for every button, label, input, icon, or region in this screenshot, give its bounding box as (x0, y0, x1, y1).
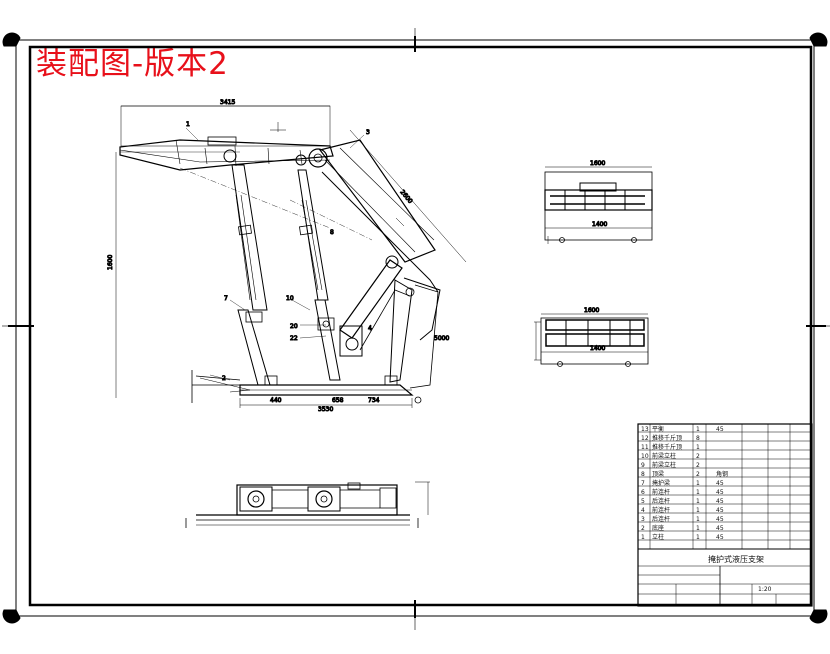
svg-text:3415: 3415 (220, 99, 235, 106)
parts-cell-material: 45 (716, 507, 724, 514)
parts-cell-qty: 8 (696, 435, 700, 442)
parts-cell-qty: 1 (696, 516, 700, 523)
parts-cell-no: 3 (641, 516, 645, 523)
drawing-name-label: 掩护式液压支架 (708, 554, 764, 564)
parts-cell-name: 推移千斤顶 (652, 434, 682, 442)
parts-cell-qty: 1 (696, 480, 700, 487)
svg-text:440: 440 (270, 397, 282, 404)
svg-text:1400: 1400 (592, 221, 607, 228)
scale-label: 1:20 (758, 586, 772, 593)
parts-cell-no: 9 (641, 462, 645, 469)
parts-cell-material: 角钢 (716, 470, 728, 478)
svg-text:1600: 1600 (590, 160, 605, 167)
parts-cell-material: 45 (716, 480, 724, 487)
parts-cell-no: 2 (641, 525, 645, 532)
main-side-view: 3415 1600 2600 (107, 99, 467, 414)
svg-text:658: 658 (332, 397, 344, 404)
svg-text:5000: 5000 (434, 335, 449, 342)
svg-text:7: 7 (224, 295, 228, 302)
parts-cell-qty: 1 (696, 444, 700, 451)
parts-cell-name: 后连杆 (652, 515, 670, 523)
parts-cell-no: 7 (641, 480, 645, 487)
parts-cell-qty: 2 (696, 471, 700, 478)
parts-cell-name: 前连杆 (652, 506, 670, 514)
parts-cell-qty: 1 (696, 489, 700, 496)
svg-text:4: 4 (368, 325, 372, 332)
svg-text:1: 1 (186, 121, 190, 128)
parts-cell-no: 12 (641, 435, 649, 442)
parts-cell-material: 45 (716, 489, 724, 496)
parts-cell-name: 立柱 (652, 533, 664, 541)
parts-cell-qty: 2 (696, 453, 700, 460)
base-plan-view (185, 481, 430, 528)
parts-cell-qty: 1 (696, 498, 700, 505)
svg-text:1600: 1600 (584, 307, 599, 314)
parts-cell-material: 45 (716, 426, 724, 433)
svg-text:3530: 3530 (318, 406, 333, 413)
outer-border (15, 39, 815, 617)
parts-cell-qty: 1 (696, 507, 700, 514)
parts-cell-no: 13 (641, 426, 649, 433)
parts-cell-no: 11 (641, 444, 649, 451)
parts-cell-no: 5 (641, 498, 645, 505)
drawing-title: 装配图-版本2 (36, 46, 229, 82)
inner-frame (28, 45, 813, 607)
parts-cell-no: 10 (641, 453, 649, 460)
svg-text:10: 10 (286, 295, 294, 302)
svg-text:2600: 2600 (398, 189, 413, 205)
parts-cell-no: 8 (641, 471, 645, 478)
parts-cell-qty: 1 (696, 426, 700, 433)
svg-text:8: 8 (330, 229, 334, 236)
parts-cell-name: 底座 (652, 524, 664, 532)
parts-cell-qty: 1 (696, 525, 700, 532)
parts-cell-material: 45 (716, 516, 724, 523)
svg-text:2: 2 (222, 375, 226, 382)
top-view-upper: 1600 1400 (544, 160, 653, 244)
parts-cell-name: 推移千斤顶 (652, 443, 682, 451)
title-block (637, 423, 813, 607)
svg-text:734: 734 (368, 397, 380, 404)
parts-cell-name: 前梁立柱 (652, 452, 676, 460)
parts-cell-name: 掩护梁 (652, 479, 670, 487)
section-view-middle: 1600 1400 (534, 307, 649, 367)
parts-cell-name: 平衡 (652, 425, 664, 433)
parts-cell-material: 45 (716, 534, 724, 541)
parts-cell-name: 后连杆 (652, 497, 670, 505)
parts-cell-material: 45 (716, 525, 724, 532)
parts-cell-no: 1 (641, 534, 645, 541)
svg-text:1600: 1600 (107, 255, 114, 270)
parts-cell-qty: 2 (696, 462, 700, 469)
parts-cell-material: 45 (716, 498, 724, 505)
parts-cell-name: 顶梁 (652, 470, 664, 478)
parts-cell-name: 前连杆 (652, 488, 670, 496)
svg-text:22: 22 (290, 335, 298, 342)
svg-text:1400: 1400 (590, 345, 605, 352)
svg-text:20: 20 (290, 323, 298, 330)
parts-cell-qty: 1 (696, 534, 700, 541)
registration-marks (2, 28, 830, 630)
svg-text:3: 3 (366, 129, 370, 136)
parts-cell-no: 6 (641, 489, 645, 496)
parts-cell-name: 前梁立柱 (652, 461, 676, 469)
parts-cell-no: 4 (641, 507, 645, 514)
